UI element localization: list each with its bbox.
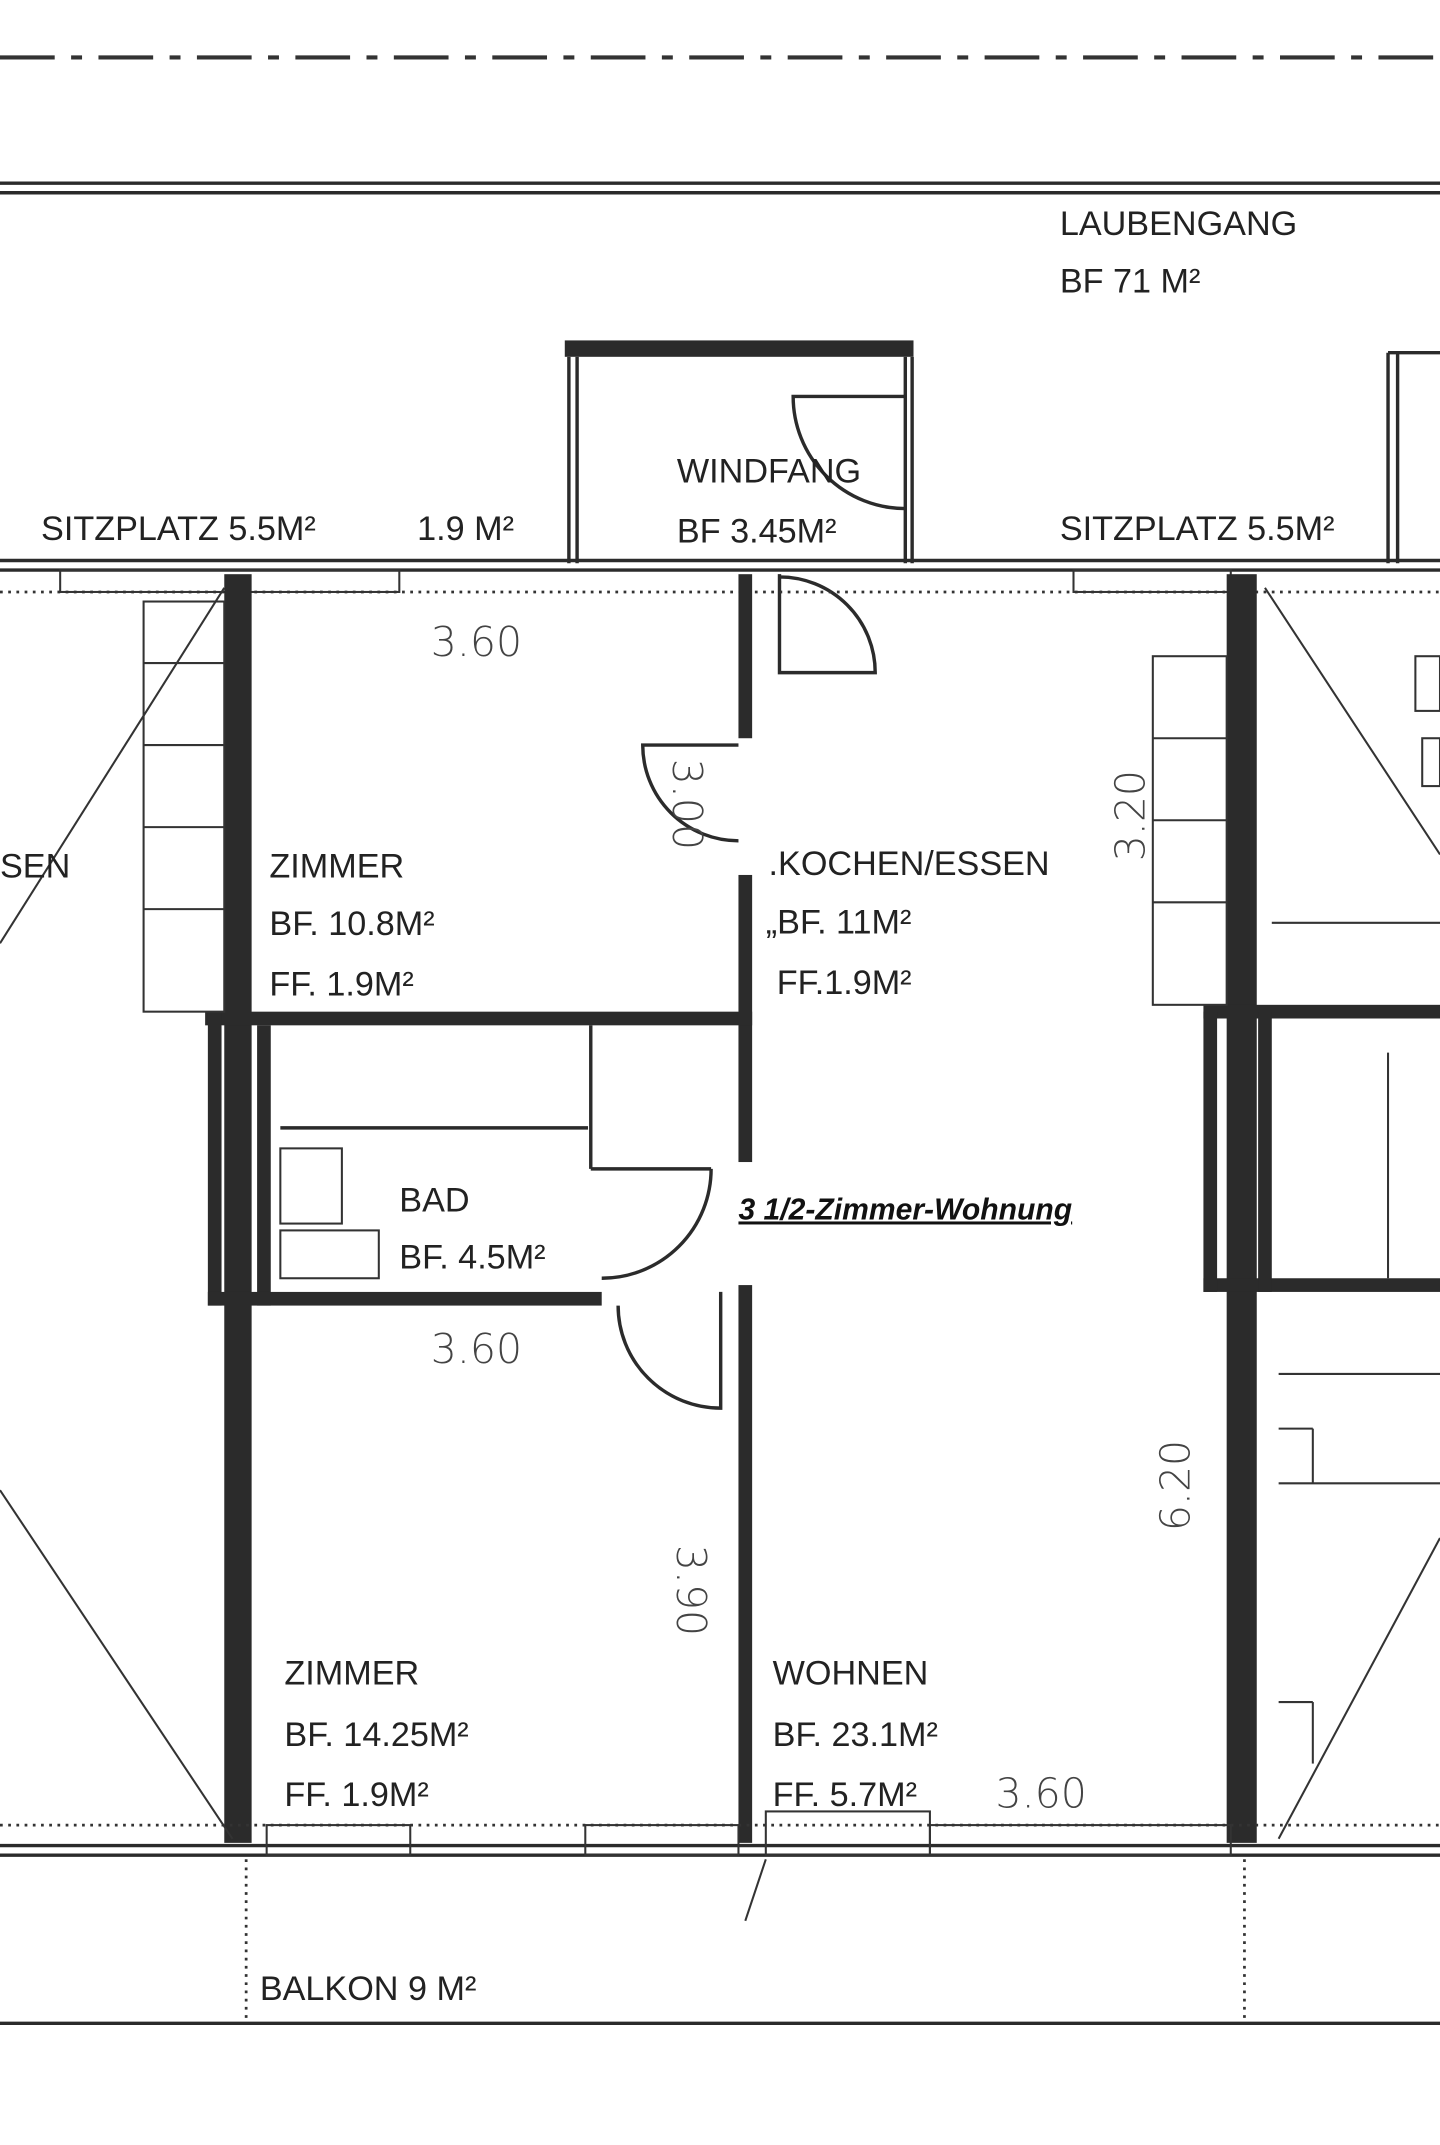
zimmer-top-door-swing (641, 743, 739, 843)
wohnen-ff: FF. 5.7M² (773, 1776, 917, 1814)
laubengang-area: BF 71 M² (1060, 263, 1201, 301)
laubengang-outer-wall (0, 181, 1440, 195)
dim-zimmer-bottom-depth: 3.90 (667, 1545, 715, 1636)
dim-wohnen-width: 3.60 (996, 1769, 1087, 1817)
roof-diagonals (0, 587, 1440, 1840)
kochen-essen-bf: „BF. 11M² (766, 904, 912, 942)
built-in-cupboards (142, 600, 1440, 1764)
kochen-essen-label: .KOCHEN/ESSEN (769, 845, 1050, 883)
dim-kochen-depth: 3.20 (1107, 770, 1155, 861)
bad-door-swing (601, 1168, 713, 1280)
bathroom-fixtures (279, 743, 739, 1410)
bad-bf: BF. 4.5M² (399, 1239, 545, 1277)
facade-bottom (0, 1810, 1440, 2026)
wohnen-label: WOHNEN (773, 1654, 929, 1692)
windfang-enclosure (564, 340, 914, 675)
zimmer-top-label: ZIMMER (269, 848, 404, 886)
dim-zimmer-top-width: 3.60 (431, 618, 522, 666)
zimmer-door-swing (616, 1291, 723, 1410)
zimmer-bottom-bf: BF. 14.25M² (284, 1716, 468, 1754)
neighbor-windfang (1386, 351, 1440, 564)
zimmer-top-ff: FF. 1.9M² (269, 965, 413, 1003)
plan-title: 3 1/2-Zimmer-Wohnung (738, 1193, 1072, 1226)
dim-wohnen-depth: 6.20 (1152, 1440, 1200, 1531)
zimmer-top-bf: BF. 10.8M² (269, 905, 434, 943)
essen-partial-label: SEN (0, 848, 70, 886)
entry-door-swing (777, 574, 877, 675)
walls (205, 574, 1440, 1843)
windfang-door-swing (791, 394, 906, 511)
sitzplatz-left-extra: 1.9 M² (417, 510, 514, 548)
zimmer-bottom-ff: FF. 1.9M² (284, 1776, 428, 1814)
zimmer-bottom-label: ZIMMER (284, 1654, 419, 1692)
facade-top (0, 558, 1440, 594)
wohnen-bf: BF. 23.1M² (773, 1716, 938, 1754)
kochen-essen-ff: FF.1.9M² (777, 964, 912, 1002)
dim-zimmer-top-depth: 3.00 (663, 759, 711, 850)
bad-label: BAD (399, 1181, 469, 1219)
windfang-area: BF 3.45M² (677, 513, 837, 551)
sitzplatz-left-label: SITZPLATZ 5.5M² (41, 510, 316, 548)
windfang-label: WINDFANG (677, 453, 861, 491)
laubengang-label: LAUBENGANG (1060, 205, 1297, 243)
sitzplatz-right-label: SITZPLATZ 5.5M² (1060, 510, 1335, 548)
balkon-label: BALKON 9 M² (260, 1970, 477, 2008)
dim-zimmer-bottom-width: 3.60 (431, 1325, 522, 1373)
